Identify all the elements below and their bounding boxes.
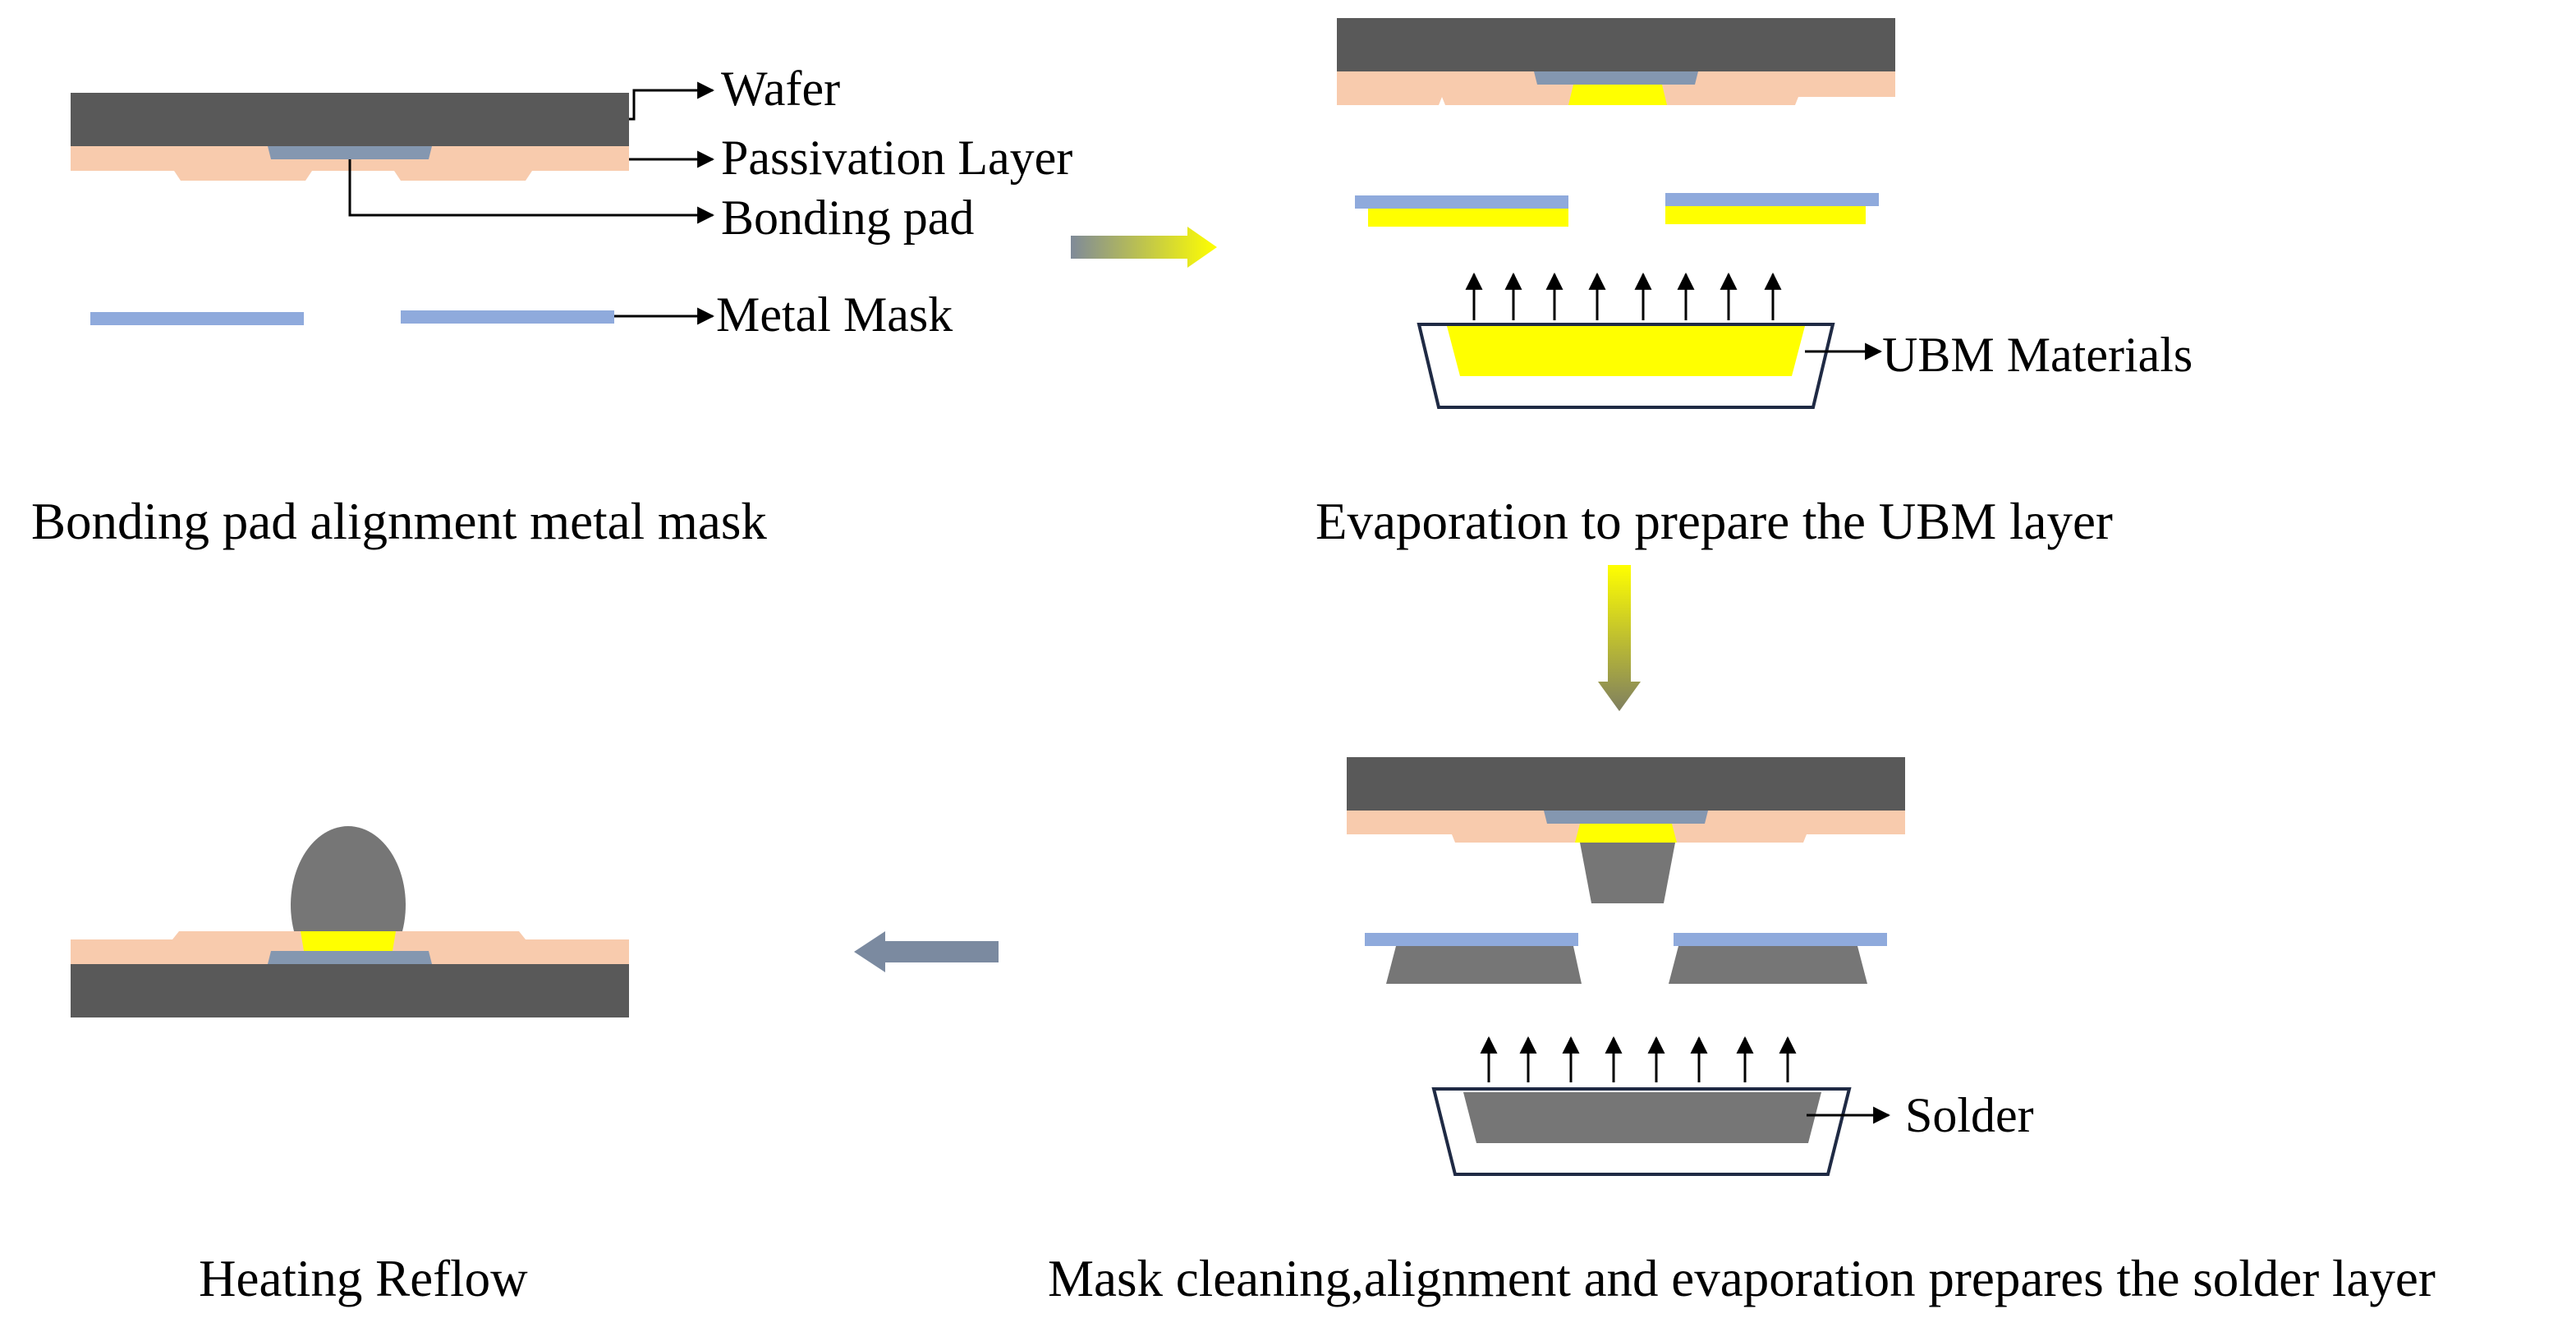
step4-group: Heating Reflow [71,826,629,1307]
step1-group: Wafer Passivation Layer Bonding pad Meta… [31,62,1072,550]
metal-mask-right [401,310,614,324]
label-bonding-pad: Bonding pad [721,191,974,245]
wafer [1347,757,1905,811]
metal-mask-left [1365,933,1578,946]
process-flow-arrow-icon-left [854,931,999,972]
bonding-pad [1544,811,1708,824]
solder-deposit-on-pad [1580,843,1675,903]
metal-mask-left [90,312,304,325]
ubm-materials-source [1447,326,1805,376]
bonding-pad [268,951,432,964]
evaporation-arrows [1465,272,1782,320]
solder-source [1463,1092,1821,1143]
bonding-pad [268,146,432,159]
ubm-deposit-left [1368,209,1568,227]
step2-group: UBM Materials Evaporation to prepare the… [1316,18,2193,550]
ubm-layer [1575,824,1677,843]
label-wafer: Wafer [721,62,840,116]
process-flow-arrow-icon-down [1598,565,1641,711]
ubm-deposit-right [1665,206,1866,224]
metal-mask-left [1355,195,1568,209]
process-flow-arrow-icon-right [1071,227,1217,268]
caption-step4: Heating Reflow [199,1250,528,1307]
bonding-pad [1534,71,1698,85]
evaporation-arrows [1480,1036,1797,1082]
metal-mask-right [1665,193,1879,206]
wafer-callout-arrow-icon [629,81,715,121]
label-ubm-materials: UBM Materials [1882,328,2193,382]
wafer [71,964,629,1017]
label-passivation-layer: Passivation Layer [721,131,1072,185]
label-metal-mask: Metal Mask [716,287,953,342]
label-solder: Solder [1905,1088,2034,1142]
wafer [1337,18,1895,71]
ubm-layer [1568,85,1667,105]
solder-bump [291,826,406,931]
ubm-layer [301,931,396,951]
solder-deposit-left [1386,946,1582,984]
solder-deposit-right [1669,946,1867,984]
caption-step3: Mask cleaning,alignment and evaporation … [1048,1250,2436,1307]
step3-group: Solder Mask cleaning,alignment and evapo… [1048,757,2436,1307]
metal-mask-right [1674,933,1887,946]
pad-callout-arrow-icon [348,159,715,224]
wafer [71,93,629,146]
caption-step1: Bonding pad alignment metal mask [31,493,767,550]
caption-step2: Evaporation to prepare the UBM layer [1316,493,2113,550]
